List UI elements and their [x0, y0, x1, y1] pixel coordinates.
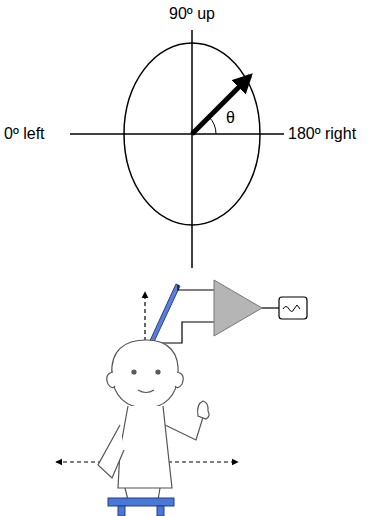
- wire: [262, 307, 279, 308]
- direction-arrow: [192, 76, 250, 134]
- amplifier: [214, 280, 262, 336]
- axis-label: 180º right: [288, 126, 356, 142]
- stool-seat: [108, 498, 174, 506]
- angle-arc: [209, 117, 216, 134]
- wire: [178, 285, 214, 290]
- oscilloscope: [279, 297, 307, 319]
- axis-label: 90º up: [169, 6, 215, 22]
- horizontal-axis: [70, 133, 284, 135]
- angle-symbol: θ: [226, 110, 235, 126]
- axis-label: 0º left: [4, 126, 45, 142]
- electrode: [148, 284, 180, 346]
- trace: [283, 305, 300, 312]
- vertical-axis: [191, 30, 193, 268]
- person: [98, 340, 209, 500]
- stool-leg: [118, 506, 125, 516]
- wire: [150, 322, 214, 343]
- stool-leg: [157, 506, 164, 516]
